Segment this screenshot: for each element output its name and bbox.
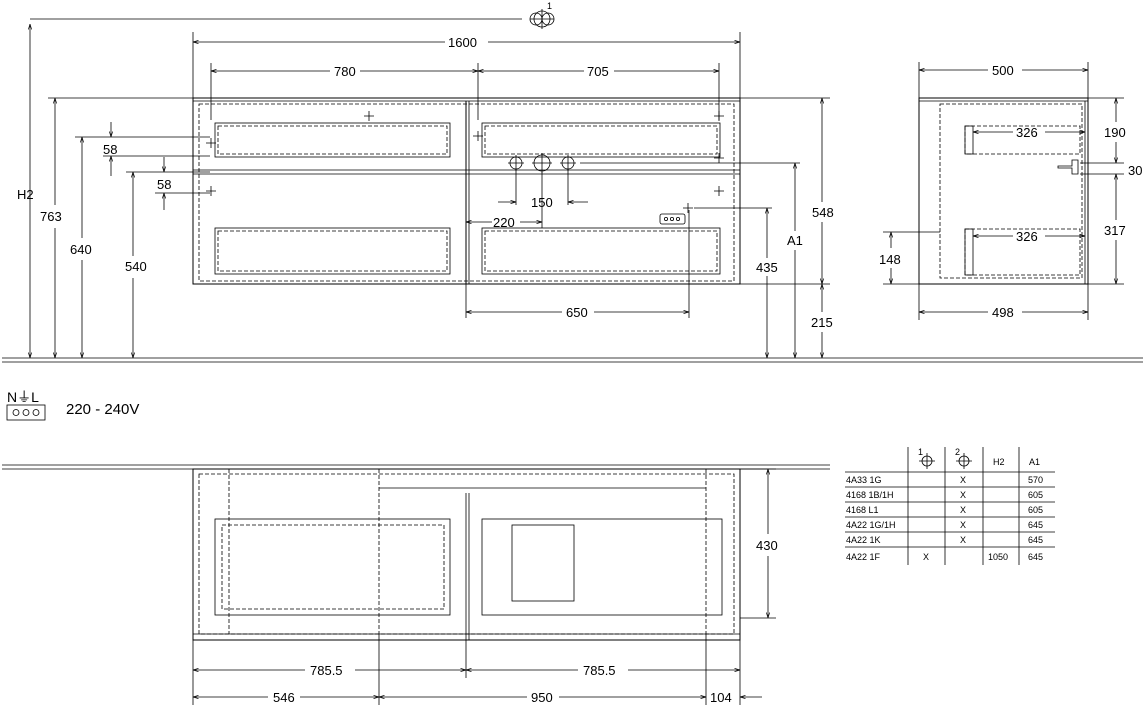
table-cell-a1: 605 xyxy=(1028,490,1043,500)
electrical-info: N⏚L 220 - 240V xyxy=(6,389,139,421)
dim-785-left: 785.5 xyxy=(310,663,343,678)
dim-1600: 1600 xyxy=(448,35,477,50)
table-cell-model: 4A33 1G xyxy=(846,475,882,485)
floor-line-top xyxy=(2,357,1143,363)
marker-number: 1 xyxy=(547,1,552,11)
table-cell-a1: 570 xyxy=(1028,475,1043,485)
table-cell-a1: 645 xyxy=(1028,535,1043,545)
table-cell-h2: 1050 xyxy=(988,552,1008,562)
variant-table: 1 2 H2 A1 4A33 1G X 570 4168 1B/1H X 605… xyxy=(845,447,1055,565)
dim-650: 650 xyxy=(566,305,588,320)
table-row: 4A22 1K X 645 xyxy=(846,535,1043,545)
dim-498: 498 xyxy=(992,305,1014,320)
table-cell-a1: 605 xyxy=(1028,505,1043,515)
dim-500: 500 xyxy=(992,63,1014,78)
table-header-2-icon xyxy=(956,453,972,469)
table-header-h2: H2 xyxy=(993,457,1005,467)
dim-215: 215 xyxy=(811,315,833,330)
table-cell-col2: X xyxy=(960,475,966,485)
front-view: 1 1600 780 705 H2 763 640 xyxy=(2,1,1143,363)
dim-326-bottom: 326 xyxy=(1016,229,1038,244)
dim-540: 540 xyxy=(125,259,147,274)
dim-58-lower: 58 xyxy=(157,177,171,192)
table-header-1-icon xyxy=(919,453,935,469)
connection-points xyxy=(508,153,576,173)
table-cell-model: 4A22 1F xyxy=(846,552,881,562)
table-row: 4A22 1F X 1050 645 xyxy=(846,552,1043,562)
table-cell-model: 4A22 1K xyxy=(846,535,881,545)
dim-148: 148 xyxy=(879,252,901,267)
table-cell-col2: X xyxy=(960,490,966,500)
dim-640: 640 xyxy=(70,242,92,257)
table-cell-a1: 645 xyxy=(1028,520,1043,530)
table-cell-model: 4A22 1G/1H xyxy=(846,520,896,530)
dim-705: 705 xyxy=(587,64,609,79)
cabinet-top xyxy=(192,468,741,641)
table-header-2: 2 xyxy=(955,447,960,457)
dim-780: 780 xyxy=(334,64,356,79)
table-header-1: 1 xyxy=(918,447,923,457)
side-view: 500 326 326 190 30 317 148 498 xyxy=(879,62,1142,320)
dim-a1: A1 xyxy=(787,233,803,248)
socket-icon xyxy=(659,213,686,225)
dim-220: 220 xyxy=(493,215,515,230)
table-cell-col2: X xyxy=(960,505,966,515)
dim-435: 435 xyxy=(756,260,778,275)
dim-326-top: 326 xyxy=(1016,125,1038,140)
table-cell-model: 4168 L1 xyxy=(846,505,879,515)
socket-symbol-icon xyxy=(6,404,46,421)
connection-marker-icon: 1 xyxy=(529,1,555,29)
table-row: 4168 L1 X 605 xyxy=(846,505,1043,515)
table-cell-model: 4168 1B/1H xyxy=(846,490,894,500)
dim-317: 317 xyxy=(1104,223,1126,238)
dim-104: 104 xyxy=(710,690,732,705)
table-cell-a1: 645 xyxy=(1028,552,1043,562)
dim-950: 950 xyxy=(531,690,553,705)
cabinet-side xyxy=(918,97,1089,285)
table-header-a1: A1 xyxy=(1029,457,1040,467)
table-cell-col2: X xyxy=(960,535,966,545)
dim-546: 546 xyxy=(273,690,295,705)
dim-h2: H2 xyxy=(17,187,34,202)
table-row: 4168 1B/1H X 605 xyxy=(846,490,1043,500)
table-cell-col1: X xyxy=(923,552,929,562)
dim-190: 190 xyxy=(1104,125,1126,140)
dim-30: 30 xyxy=(1128,163,1142,178)
dim-548: 548 xyxy=(812,205,834,220)
dim-785-right: 785.5 xyxy=(583,663,616,678)
dim-430: 430 xyxy=(756,538,778,553)
mounting-points xyxy=(206,111,724,213)
table-row: 4A33 1G X 570 xyxy=(846,475,1043,485)
top-view: 430 785.5 785.5 546 950 104 xyxy=(2,464,830,705)
dim-58-upper: 58 xyxy=(103,142,117,157)
electrical-symbol-label: N⏚L xyxy=(7,389,39,405)
table-row: 4A22 1G/1H X 645 xyxy=(846,520,1043,530)
voltage-label: 220 - 240V xyxy=(66,401,139,418)
dim-763: 763 xyxy=(40,209,62,224)
table-cell-col2: X xyxy=(960,520,966,530)
